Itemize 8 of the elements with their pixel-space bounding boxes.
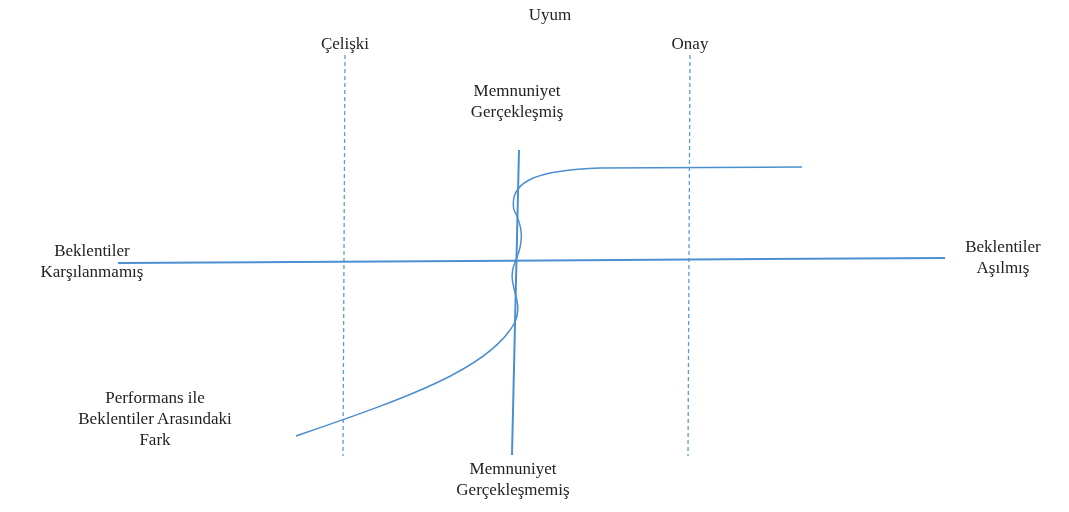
region-label: Uyum	[527, 4, 573, 25]
region-label: Onay	[670, 33, 710, 54]
axis-label: Beklentiler Karşılanmamış	[39, 240, 145, 282]
curve-label: Performans ile Beklentiler Arasındaki Fark	[77, 387, 233, 450]
axis-label: Memnuniyet Gerçekleşmiş	[469, 80, 565, 122]
axis-label: Memnuniyet Gerçekleşmemiş	[455, 458, 571, 500]
region-label: Çelişki	[319, 33, 371, 54]
axis-label: Beklentiler Aşılmış	[964, 236, 1042, 278]
